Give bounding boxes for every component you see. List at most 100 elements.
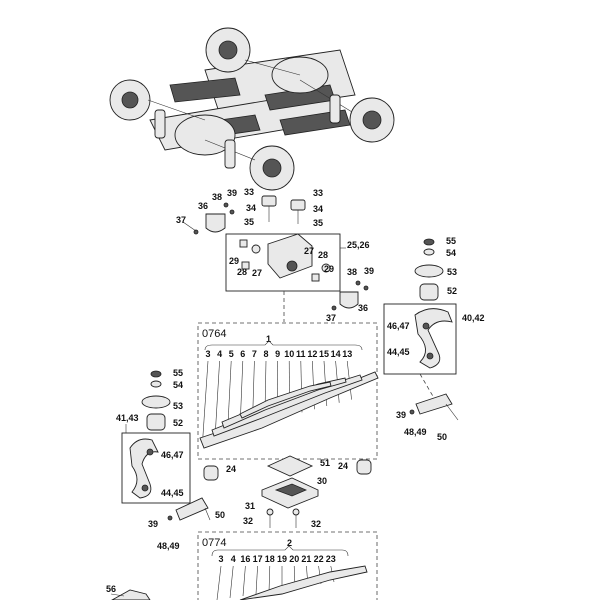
bump-stop-right <box>356 459 372 475</box>
label-29a: 29 <box>229 256 239 266</box>
shackle-left <box>167 497 211 521</box>
label-33a: 33 <box>244 187 254 197</box>
leaf-label-3: 3 <box>205 349 210 359</box>
label-40-42: 40,42 <box>462 313 485 323</box>
leaf-leader-17 <box>255 565 258 595</box>
leaf-label-7: 7 <box>252 349 257 359</box>
label-32a: 32 <box>243 516 253 526</box>
label-51: 51 <box>320 458 330 468</box>
bump-stop-left <box>203 465 219 481</box>
leaf-leader-3 <box>216 565 222 600</box>
part-56 <box>110 589 151 600</box>
group-0774-assembly: 2 <box>287 538 292 548</box>
label-37: 37 <box>176 215 186 225</box>
leaf-label-20: 20 <box>289 554 299 564</box>
leaf-label-23: 23 <box>326 554 336 564</box>
label-36: 36 <box>198 201 208 211</box>
label-44-45a: 44,45 <box>387 347 410 357</box>
label-27b: 27 <box>304 246 314 256</box>
leaf-leader-4 <box>229 565 234 599</box>
group-0764-code: 0764 <box>202 328 226 340</box>
label-48-49b: 48,49 <box>157 541 180 551</box>
leaf-label-19: 19 <box>277 554 287 564</box>
leaf-label-17: 17 <box>253 554 263 564</box>
hanger-box-41-43 <box>121 432 191 504</box>
label-31: 31 <box>245 501 255 511</box>
leaf-label-5: 5 <box>229 349 234 359</box>
label-48-49a: 48,49 <box>404 427 427 437</box>
group-0764-assembly: 1 <box>266 334 271 344</box>
leaf-label-10: 10 <box>284 349 294 359</box>
label-53a: 53 <box>447 267 457 277</box>
label-35a: 35 <box>244 217 254 227</box>
label-46-47a: 46,47 <box>387 321 410 331</box>
group-0774-box <box>197 531 378 600</box>
label-52a: 52 <box>447 286 457 296</box>
leaf-label-8: 8 <box>263 349 268 359</box>
sensor-housing <box>239 233 331 282</box>
label-54a: 54 <box>446 248 456 258</box>
label-44-45b: 44,45 <box>161 488 184 498</box>
leaf-label-16: 16 <box>240 554 250 564</box>
label-24a: 24 <box>226 464 236 474</box>
leaf-spring-0764 <box>199 371 379 449</box>
leaf-label-22: 22 <box>314 554 324 564</box>
label-36b: 36 <box>358 303 368 313</box>
clamp-bracket-right <box>331 280 369 311</box>
label-29b: 29 <box>324 264 334 274</box>
label-33b: 33 <box>313 188 323 198</box>
group-0774-code: 0774 <box>202 537 226 549</box>
group-0764-box <box>197 322 378 460</box>
label-50a: 50 <box>437 432 447 442</box>
label-53b: 53 <box>173 401 183 411</box>
mount-stack-right <box>414 238 444 301</box>
label-38: 38 <box>212 192 222 202</box>
leaf-label-18: 18 <box>265 554 275 564</box>
leaf-label-11: 11 <box>296 349 306 359</box>
spring-hanger-left <box>129 438 159 499</box>
leaf-label-13: 13 <box>342 349 352 359</box>
pad-plate <box>266 455 314 477</box>
label-55a: 55 <box>446 236 456 246</box>
leaf-leader-16 <box>242 565 246 597</box>
leaf-label-21: 21 <box>301 554 311 564</box>
mount-stack-left <box>141 370 171 431</box>
label-35b: 35 <box>313 218 323 228</box>
label-34b: 34 <box>313 204 323 214</box>
label-30: 30 <box>317 476 327 486</box>
leaf-leader-4 <box>214 360 220 435</box>
leaf-label-3: 3 <box>218 554 223 564</box>
bolt-group-33 <box>261 195 306 224</box>
label-52b: 52 <box>173 418 183 428</box>
label-28a: 28 <box>237 267 247 277</box>
label-39c: 39 <box>396 410 406 420</box>
u-bolt-nuts <box>266 508 300 528</box>
label-38b: 38 <box>347 267 357 277</box>
label-32b: 32 <box>311 519 321 529</box>
leaf-label-12: 12 <box>307 349 317 359</box>
leaf-leader-18 <box>268 565 271 593</box>
leaf-leader-3 <box>202 360 209 439</box>
spring-hanger-right <box>414 308 453 369</box>
leaf-label-4: 4 <box>231 554 236 564</box>
axle-seat <box>261 477 319 509</box>
leaf-label-14: 14 <box>331 349 341 359</box>
label-25-26: 25,26 <box>347 240 370 250</box>
label-39b: 39 <box>364 266 374 276</box>
label-37b: 37 <box>326 313 336 323</box>
tandem-axle-illustration <box>109 27 395 191</box>
label-41-43: 41,43 <box>116 413 139 423</box>
label-56: 56 <box>106 584 116 594</box>
label-39d: 39 <box>148 519 158 529</box>
label-55b: 55 <box>173 368 183 378</box>
leaf-label-9: 9 <box>275 349 280 359</box>
label-46-47b: 46,47 <box>161 450 184 460</box>
shackle-right <box>409 393 459 421</box>
assembly-box-25-26 <box>225 233 341 292</box>
leaf-label-15: 15 <box>319 349 329 359</box>
label-50b: 50 <box>215 510 225 520</box>
label-24b: 24 <box>338 461 348 471</box>
label-39: 39 <box>227 188 237 198</box>
